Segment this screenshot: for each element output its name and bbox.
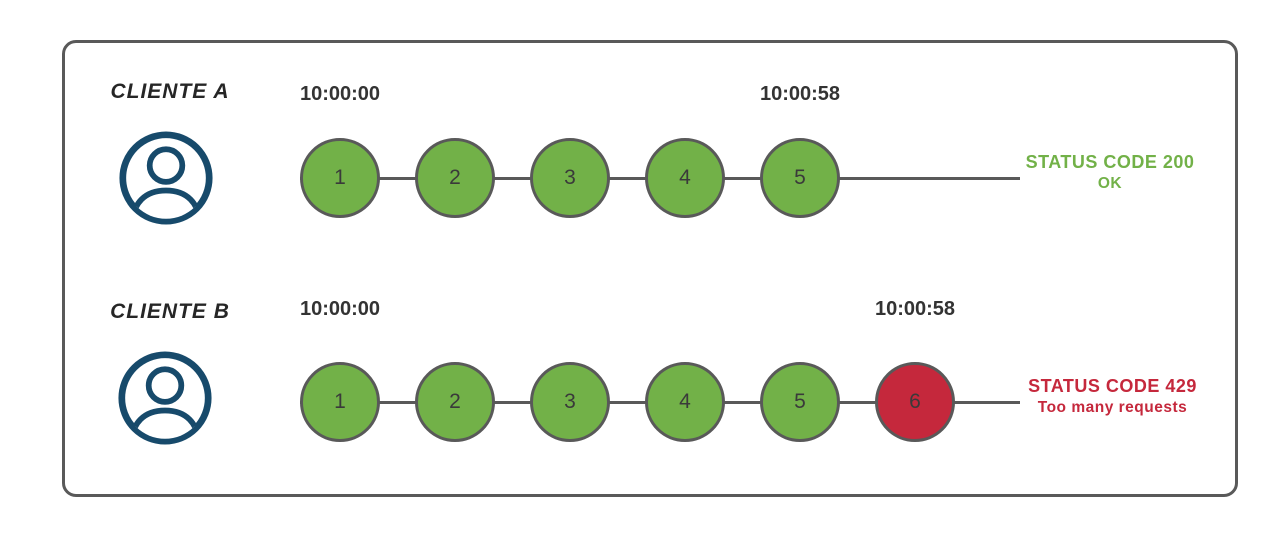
request-sequence: 1 2 3 4 5 [300, 138, 840, 218]
timestamp-end: 10:00:58 [759, 83, 841, 105]
status-message-line: Too many requests [1037, 399, 1188, 417]
request-circle: 2 [415, 138, 495, 218]
user-avatar-icon [118, 351, 212, 445]
status-code-line: STATUS CODE 200 [1025, 152, 1195, 172]
request-number: 1 [334, 390, 346, 413]
request-number: 6 [909, 390, 921, 413]
request-number: 5 [794, 166, 806, 189]
timestamp-start: 10:00:00 [299, 298, 381, 320]
request-number: 1 [334, 166, 346, 189]
request-circle: 3 [530, 138, 610, 218]
status-code-line: STATUS CODE 429 [1028, 376, 1197, 396]
request-circle: 1 [300, 362, 380, 442]
request-circle: 5 [760, 362, 840, 442]
timestamp-start: 10:00:00 [299, 83, 381, 105]
user-avatar-icon [119, 131, 213, 225]
status-text-error: STATUS CODE 429 Too many requests [1025, 375, 1200, 419]
request-circle: 1 [300, 138, 380, 218]
request-number: 3 [564, 390, 576, 413]
client-b-label: CLIENTE B [110, 300, 230, 323]
status-text-ok: STATUS CODE 200 OK [1025, 151, 1195, 195]
request-circle: 4 [645, 362, 725, 442]
request-number: 4 [679, 390, 691, 413]
request-circle: 2 [415, 362, 495, 442]
request-number: 3 [564, 166, 576, 189]
request-sequence: 1 2 3 4 5 6 [300, 362, 955, 442]
request-number: 5 [794, 390, 806, 413]
status-message-line: OK [1097, 175, 1123, 193]
request-number: 2 [449, 166, 461, 189]
request-circle: 4 [645, 138, 725, 218]
request-number: 2 [449, 390, 461, 413]
request-circle: 3 [530, 362, 610, 442]
request-circle: 5 [760, 138, 840, 218]
client-a-label: CLIENTE A [110, 80, 230, 103]
request-number: 4 [679, 166, 691, 189]
timestamp-end: 10:00:58 [874, 298, 956, 320]
request-circle: 6 [875, 362, 955, 442]
